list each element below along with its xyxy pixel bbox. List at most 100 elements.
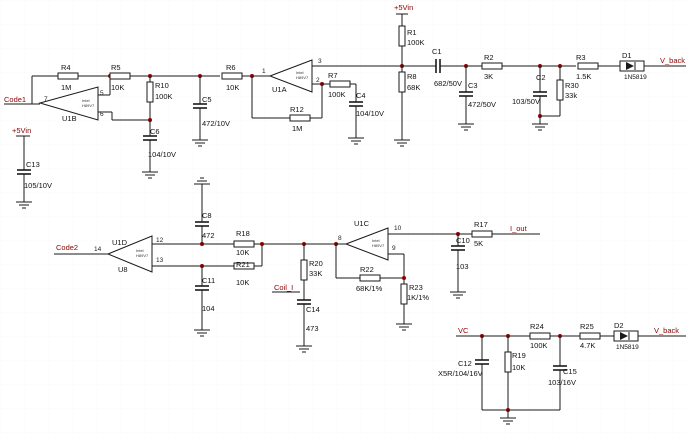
svg-text:H89V7: H89V7 bbox=[372, 243, 385, 248]
svg-text:1N5819: 1N5819 bbox=[624, 74, 647, 81]
capacitor-c2: C2 bbox=[536, 73, 546, 82]
bottom-circuit: VC C12 X5R/104/16V R19 10K R24 100K bbox=[438, 321, 686, 425]
svg-text:R21: R21 bbox=[236, 260, 250, 269]
svg-text:6: 6 bbox=[100, 111, 104, 118]
svg-text:100K: 100K bbox=[530, 341, 548, 350]
svg-text:H89V7: H89V7 bbox=[136, 253, 149, 258]
svg-text:103/50V: 103/50V bbox=[512, 97, 540, 106]
svg-text:10K: 10K bbox=[226, 83, 239, 92]
svg-text:Intel: Intel bbox=[372, 238, 380, 243]
top-circuit: Code1 Intel H89V7 U1B 7 5 6 R4 1M R5 10K… bbox=[4, 3, 686, 209]
opamp-u1b-ref: U1B bbox=[62, 114, 77, 123]
svg-text:33K: 33K bbox=[309, 269, 322, 278]
ground-symbol bbox=[500, 417, 516, 425]
ground-symbol bbox=[532, 123, 548, 131]
svg-text:R2: R2 bbox=[484, 53, 494, 62]
svg-text:X5R/104/16V: X5R/104/16V bbox=[438, 369, 483, 378]
resistor-r20 bbox=[300, 259, 308, 281]
capacitor-c6: C6 bbox=[150, 127, 160, 136]
svg-text:103: 103 bbox=[456, 262, 469, 271]
capacitor-c11: C11 bbox=[202, 276, 215, 285]
svg-text:103/16V: 103/16V bbox=[548, 378, 576, 387]
svg-text:5K: 5K bbox=[474, 239, 483, 248]
svg-text:1K/1%: 1K/1% bbox=[407, 293, 429, 302]
svg-text:8: 8 bbox=[338, 235, 342, 242]
net-label-vc: VC bbox=[458, 326, 469, 335]
svg-text:1: 1 bbox=[262, 68, 266, 75]
svg-text:H89V7: H89V7 bbox=[296, 75, 309, 80]
svg-text:68K/1%: 68K/1% bbox=[356, 284, 383, 293]
ground-symbol bbox=[348, 137, 364, 145]
svg-text:104: 104 bbox=[202, 304, 215, 313]
ground-symbol bbox=[142, 171, 158, 179]
svg-text:100K: 100K bbox=[407, 38, 425, 47]
net-label-v-back-top: V_back bbox=[660, 56, 685, 65]
svg-text:2: 2 bbox=[316, 77, 320, 84]
svg-text:10K: 10K bbox=[236, 278, 249, 287]
svg-text:Intel: Intel bbox=[296, 70, 304, 75]
opamp-u1c-ref: U1C bbox=[354, 219, 370, 228]
svg-text:R3: R3 bbox=[576, 53, 586, 62]
svg-text:68K: 68K bbox=[407, 83, 420, 92]
svg-text:R4: R4 bbox=[61, 63, 71, 72]
net-label-coil-i: Coil_I bbox=[274, 283, 293, 292]
resistor-r22 bbox=[359, 274, 381, 282]
net-label-code2: Code2 bbox=[56, 243, 78, 252]
svg-text:5: 5 bbox=[100, 90, 104, 97]
svg-text:R5: R5 bbox=[111, 63, 121, 72]
svg-text:R20: R20 bbox=[309, 259, 323, 268]
svg-text:R12: R12 bbox=[290, 105, 304, 114]
ground-symbol bbox=[194, 177, 210, 185]
svg-text:R19: R19 bbox=[512, 351, 526, 360]
svg-text:R22: R22 bbox=[360, 265, 374, 274]
svg-text:D2: D2 bbox=[614, 321, 624, 330]
resistor-r18 bbox=[233, 240, 255, 248]
resistor-r10 bbox=[146, 81, 154, 103]
ground-symbol bbox=[16, 201, 32, 209]
resistor-r5 bbox=[109, 72, 131, 80]
capacitor-c8: C8 bbox=[202, 211, 212, 220]
resistor-r30 bbox=[556, 79, 564, 101]
resistor-r2 bbox=[481, 62, 503, 70]
capacitor-c4: C4 bbox=[356, 91, 366, 100]
svg-text:10K: 10K bbox=[512, 363, 525, 372]
svg-text:H89V7: H89V7 bbox=[82, 103, 95, 108]
svg-text:Intel: Intel bbox=[136, 248, 144, 253]
opamp-u8-ref: U8 bbox=[118, 265, 128, 274]
svg-text:R17: R17 bbox=[474, 220, 488, 229]
resistor-r25 bbox=[579, 332, 601, 340]
opamp-u1b bbox=[38, 86, 99, 121]
ground-symbol bbox=[394, 139, 410, 147]
svg-text:14: 14 bbox=[94, 246, 102, 253]
capacitor-c1: C1 bbox=[432, 47, 442, 56]
opamp-u1a bbox=[268, 59, 313, 93]
opamp-u1d bbox=[106, 235, 153, 273]
ground-symbol bbox=[194, 329, 210, 337]
resistor-r24 bbox=[529, 332, 551, 340]
ground-symbol bbox=[458, 123, 474, 131]
svg-text:1N5819: 1N5819 bbox=[616, 344, 639, 351]
svg-text:R8: R8 bbox=[407, 72, 417, 81]
svg-text:R30: R30 bbox=[565, 81, 579, 90]
svg-text:1M: 1M bbox=[61, 83, 71, 92]
opamp-u1a-ref: U1A bbox=[272, 85, 287, 94]
net-label-v-back-bottom: V_back bbox=[654, 326, 679, 335]
svg-text:R18: R18 bbox=[236, 229, 250, 238]
svg-text:472: 472 bbox=[202, 231, 215, 240]
middle-circuit: Code2 Intel H89V7 U1D U8 14 12 13 C8 472… bbox=[54, 177, 540, 353]
svg-text:100K: 100K bbox=[328, 90, 346, 99]
svg-text:D1: D1 bbox=[622, 51, 632, 60]
capacitor-c5: C5 bbox=[202, 95, 212, 104]
opamp-u1c bbox=[344, 227, 389, 261]
capacitor-c10: C10 bbox=[456, 236, 470, 245]
ground-symbol bbox=[396, 323, 412, 331]
svg-text:3: 3 bbox=[318, 58, 322, 65]
resistor-r19 bbox=[504, 351, 512, 373]
svg-text:10K: 10K bbox=[111, 83, 124, 92]
svg-text:104/10V: 104/10V bbox=[148, 150, 176, 159]
svg-text:4.7K: 4.7K bbox=[580, 341, 595, 350]
net-label-vin-left: +5Vin bbox=[12, 126, 31, 135]
capacitor-c15: C15 bbox=[563, 367, 577, 376]
